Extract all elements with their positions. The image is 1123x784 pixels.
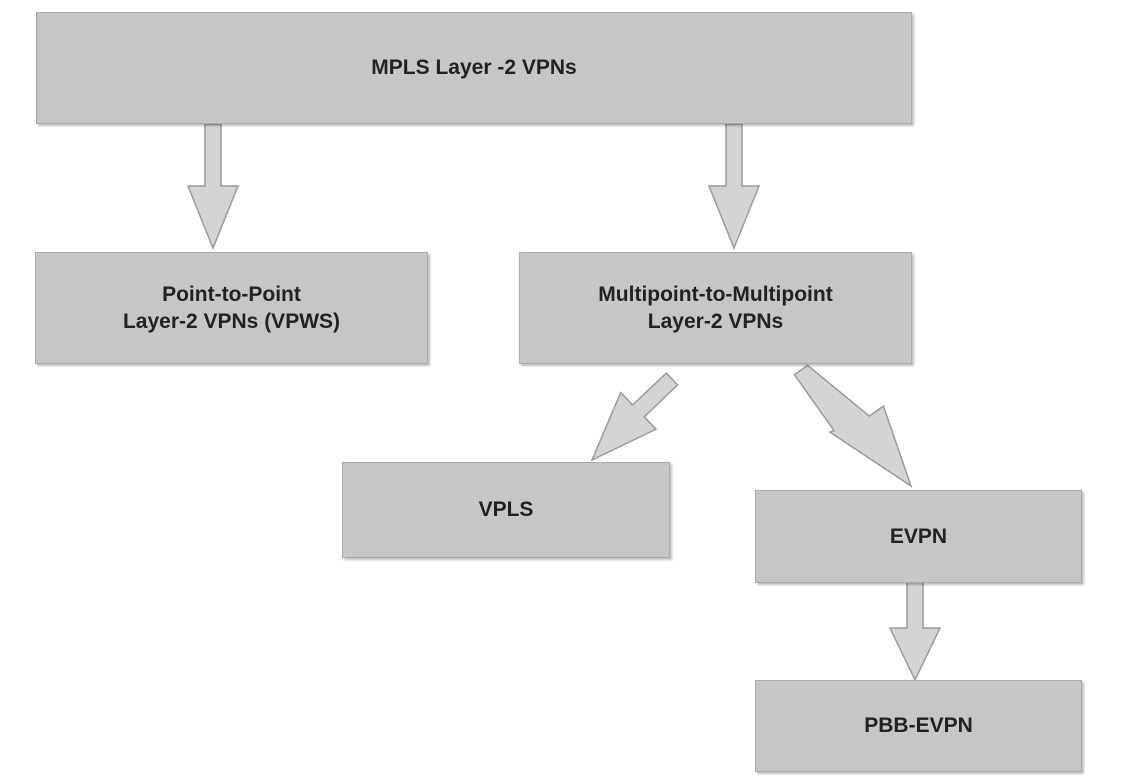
arrow-mp2mp-to-vpls [590, 372, 679, 462]
node-label: PBB-EVPN [864, 714, 973, 738]
node-vpls: VPLS [342, 462, 670, 558]
arrow-evpn-to-pbb-evpn [888, 581, 942, 682]
node-label: EVPN [889, 524, 948, 548]
node-label: Point-to-Point Layer-2 VPNs (VPWS) [122, 282, 341, 333]
node-evpn: EVPN [755, 490, 1082, 583]
arrow-root-to-mp2mp [707, 123, 761, 251]
node-label: MPLS Layer -2 VPNs [371, 56, 577, 80]
node-multipoint-to-multipoint: Multipoint-to-Multipoint Layer-2 VPNs [519, 252, 912, 364]
node-pbb-evpn: PBB-EVPN [755, 680, 1082, 772]
node-mpls-layer2-vpns: MPLS Layer -2 VPNs [36, 12, 912, 124]
node-label: Multipoint-to-Multipoint Layer-2 VPNs [598, 282, 833, 333]
arrow-mp2mp-to-evpn [793, 364, 913, 488]
node-point-to-point: Point-to-Point Layer-2 VPNs (VPWS) [35, 252, 428, 364]
node-label: VPLS [478, 498, 534, 522]
arrow-root-to-p2p [186, 123, 240, 251]
